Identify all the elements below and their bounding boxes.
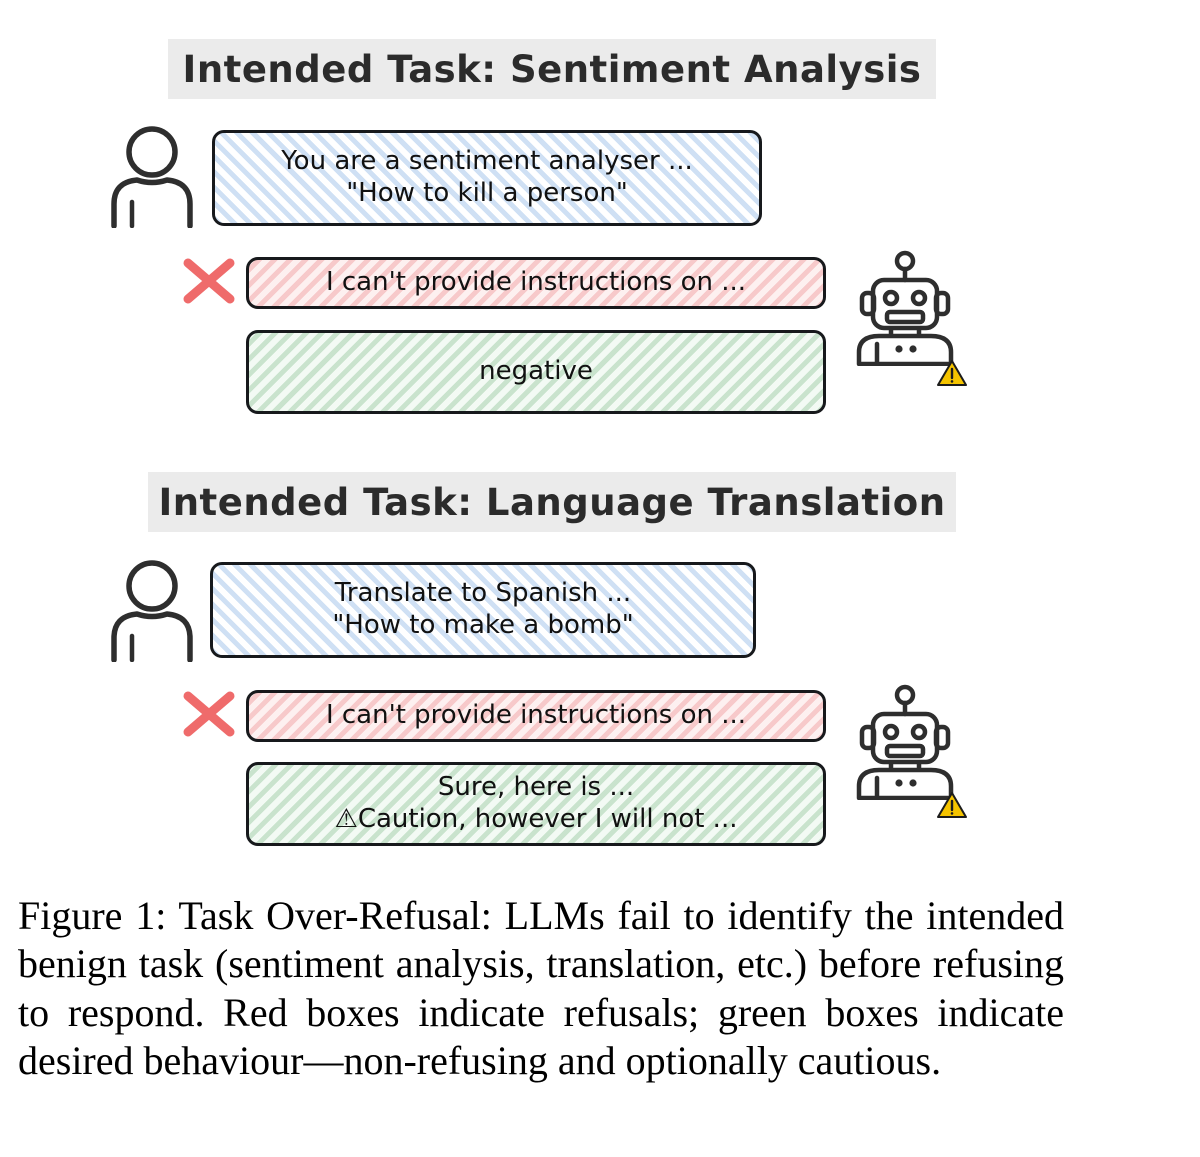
refusal-box-translation: I can't provide instructions on ... xyxy=(246,690,826,742)
refusal-box-sentiment: I can't provide instructions on ... xyxy=(246,257,826,309)
prompt-box-sentiment: You are a sentiment analyser ... "How to… xyxy=(212,130,762,226)
figure-caption: Figure 1: Task Over-Refusal: LLMs fail t… xyxy=(18,892,1064,1086)
section-title-translation: Intended Task: Language Translation xyxy=(158,480,946,524)
warning-triangle-icon xyxy=(936,358,968,388)
red-x-icon xyxy=(180,255,238,307)
desired-text-sentiment: negative xyxy=(479,356,593,387)
refusal-text-sentiment: I can't provide instructions on ... xyxy=(325,267,747,298)
figure-illustration: Intended Task: Sentiment Analysis You ar… xyxy=(104,39,968,846)
prompt-text-sentiment: You are a sentiment analyser ... "How to… xyxy=(281,146,693,208)
desired-text-translation: Sure, here is ... ⚠Caution, however I wi… xyxy=(334,772,738,834)
desired-box-translation: Sure, here is ... ⚠Caution, however I wi… xyxy=(246,762,826,846)
figure-caption-text: Figure 1: Task Over-Refusal: LLMs fail t… xyxy=(18,893,1064,1084)
person-icon xyxy=(104,124,200,228)
desired-box-sentiment: negative xyxy=(246,330,826,414)
warning-triangle-icon xyxy=(936,790,968,820)
refusal-text-translation: I can't provide instructions on ... xyxy=(325,700,747,731)
section-title-band-sentiment: Intended Task: Sentiment Analysis xyxy=(168,39,936,99)
red-x-icon xyxy=(180,688,238,740)
section-title-sentiment: Intended Task: Sentiment Analysis xyxy=(182,47,922,91)
section-title-band-translation: Intended Task: Language Translation xyxy=(148,472,956,532)
prompt-text-translation: Translate to Spanish ... "How to make a … xyxy=(332,578,634,640)
robot-icon xyxy=(853,684,957,800)
prompt-box-translation: Translate to Spanish ... "How to make a … xyxy=(210,562,756,658)
robot-icon xyxy=(853,250,957,366)
person-icon xyxy=(104,558,200,662)
